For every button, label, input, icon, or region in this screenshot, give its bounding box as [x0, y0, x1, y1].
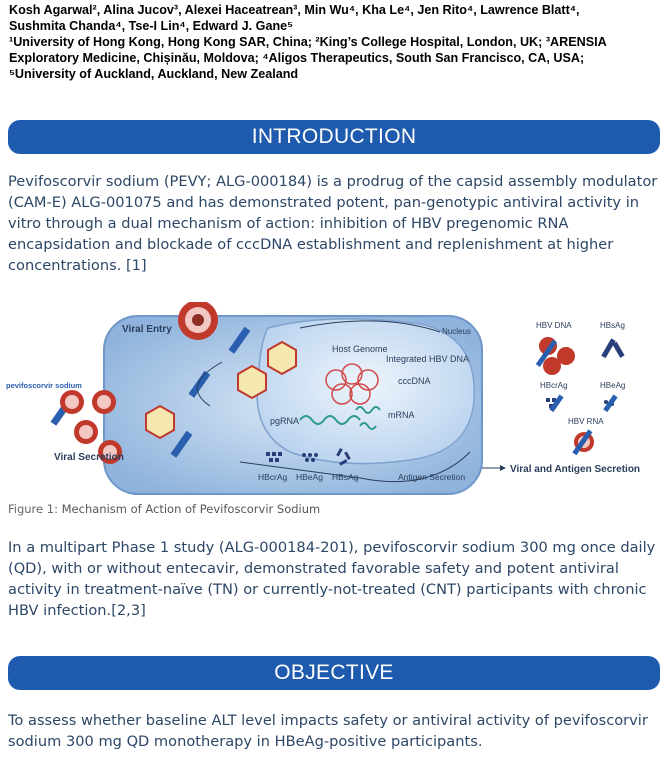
author-block: Kosh Agarwal², Alina Jucov³, Alexei Hace…: [9, 2, 659, 82]
author-line-2: Sushmita Chanda⁴, Tse-I Lin⁴, Edward J. …: [9, 19, 294, 33]
legend-hbv-dna: HBV DNA: [536, 321, 572, 330]
drug-bar-icon: [228, 326, 251, 354]
label-viral-entry: Viral Entry: [122, 324, 172, 335]
objective-heading: OBJECTIVE: [274, 661, 394, 684]
capsid-icon: [237, 364, 267, 400]
capsid-icon: [267, 340, 297, 376]
virion-entry-icon: [178, 300, 218, 340]
figure-caption-text: Mechanism of Action of Pevifoscorvir Sod…: [57, 502, 321, 516]
figure-caption-lead: Figure 1:: [8, 502, 58, 516]
label-mrna: mRNA: [388, 410, 415, 420]
legend-hbv-rna: HBV RNA: [568, 417, 604, 426]
label-viral-secretion: Viral Secretion: [54, 452, 124, 463]
author-line-1: Kosh Agarwal², Alina Jucov³, Alexei Hace…: [9, 3, 580, 17]
cycle-arrow: [197, 361, 223, 407]
label-hbeag: HBeAg: [296, 472, 323, 482]
label-viral-and-antigen-secretion: Viral and Antigen Secretion: [510, 464, 640, 475]
label-cccdna: cccDNA: [398, 376, 431, 386]
legend-hbv-rna-icon: [572, 429, 594, 456]
cycle-arrow: [239, 451, 471, 483]
secreted-virion-icon: [60, 390, 122, 464]
label-nucleus: Nucleus: [442, 327, 471, 336]
label-antigen-secretion: Antigen Secretion: [398, 472, 465, 482]
pgrna-icon: [299, 415, 361, 425]
legend-hbeag: HBeAg: [600, 381, 625, 390]
study-paragraph: In a multipart Phase 1 study (ALG-000184…: [8, 539, 656, 619]
legend-hbeag-icon: [603, 394, 618, 413]
label-drug-name: pevifoscorvir sodium: [6, 381, 82, 390]
label-pgrna: pgRNA: [270, 416, 299, 426]
legend-hbcrag: HBcrAg: [540, 381, 568, 390]
hbsag-icon: [336, 448, 351, 466]
cycle-arrow: [299, 320, 441, 333]
label-host-genome: Host Genome: [332, 344, 388, 354]
objective-paragraph: To assess whether baseline ALT level imp…: [8, 712, 648, 750]
drug-bar-icon: [188, 370, 211, 398]
figure-caption: Figure 1: Mechanism of Action of Pevifos…: [8, 502, 320, 516]
legend-hbsag-icon: [601, 338, 625, 359]
legend-hbcrag-icon: [546, 394, 564, 413]
drug-bar-icon: [170, 430, 193, 458]
label-integrated-hbv-dna: Integrated HBV DNA: [386, 354, 469, 364]
arrow-head: [500, 465, 506, 471]
affiliation-line-1: ¹University of Hong Kong, Hong Kong SAR,…: [9, 35, 607, 49]
objective-banner: OBJECTIVE: [8, 656, 660, 690]
introduction-banner: INTRODUCTION: [8, 120, 660, 154]
capsid-icon: [145, 404, 175, 440]
mrna-icon: [355, 406, 381, 430]
mechanism-figure: Viral Entry Nucleus Host Genome Integrat…: [0, 300, 668, 502]
nucleus: [256, 318, 475, 465]
label-hbsag: HBsAg: [332, 472, 359, 482]
legend-hbv-dna-icon: [535, 337, 575, 375]
mechanism-diagram: Viral Entry Nucleus Host Genome Integrat…: [6, 300, 640, 495]
hbcrag-icon: [266, 452, 282, 462]
affiliation-line-3: ⁵University of Auckland, Auckland, New Z…: [9, 67, 299, 81]
label-hbcrag: HBcrAg: [258, 472, 288, 482]
affiliation-line-2: Exploratory Medicine, Chișinău, Moldova;…: [9, 51, 585, 65]
legend-hbsag: HBsAg: [600, 321, 625, 330]
cccdna-rings-icon: [325, 363, 379, 405]
introduction-paragraph: Pevifoscorvir sodium (PEVY; ALG-000184) …: [8, 173, 658, 274]
introduction-heading: INTRODUCTION: [251, 125, 417, 148]
hbeag-icon: [302, 453, 318, 462]
